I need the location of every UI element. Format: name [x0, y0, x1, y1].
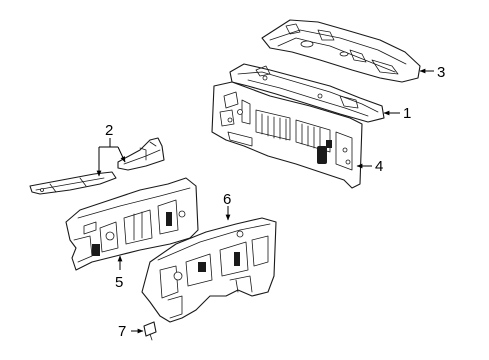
part-6-dash-panel-insulator: [141, 217, 277, 323]
part-5-dash-insulator: [65, 177, 199, 271]
callout-leaders: [96, 68, 434, 334]
callout-3: 3: [437, 64, 445, 81]
part-2-cowl-side-panels: [29, 137, 165, 195]
callout-2: 2: [105, 122, 113, 139]
callout-7: 7: [118, 323, 126, 340]
callout-5: 5: [115, 274, 123, 291]
part-7-fastener: [143, 321, 157, 341]
part-4-dash-panel: [211, 81, 363, 189]
part-3-cowl-top-panel: [261, 19, 421, 83]
callout-1: 1: [403, 105, 411, 122]
part-1-cowl-panel: [229, 63, 385, 123]
callout-6: 6: [223, 191, 231, 208]
callout-4: 4: [375, 158, 383, 175]
